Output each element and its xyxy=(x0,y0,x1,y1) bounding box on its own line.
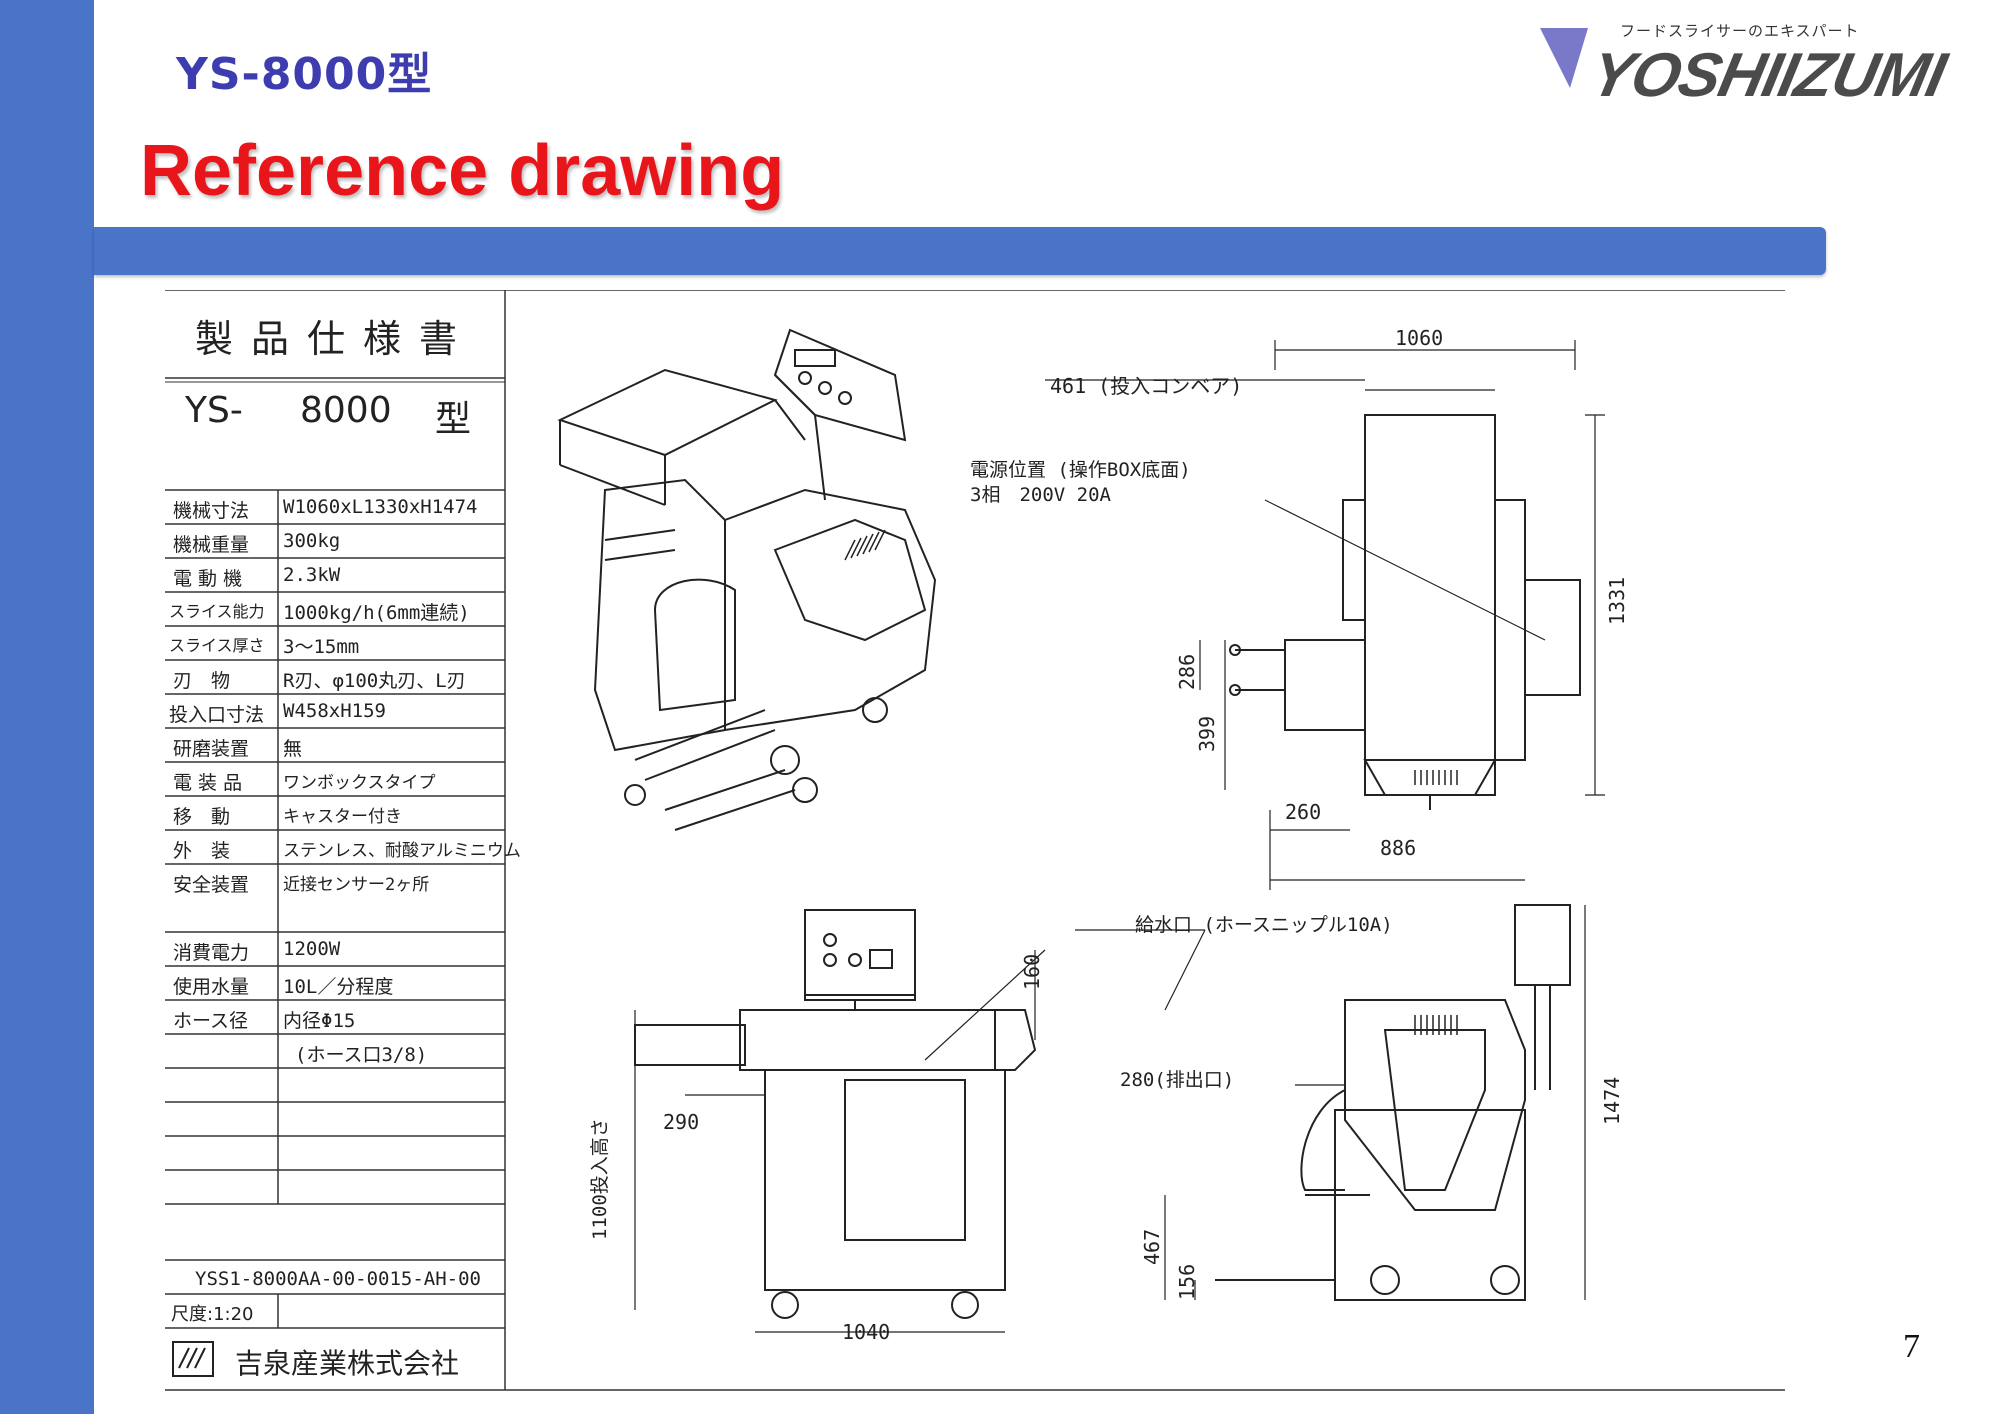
model-prefix: YS- xyxy=(185,390,243,431)
spec-value: 1200W xyxy=(283,938,341,960)
left-accent-bar xyxy=(0,0,94,1414)
spec-label: スライス能力 xyxy=(169,602,265,621)
spec-label: 外 装 xyxy=(173,840,231,862)
spec-label: スライス厚さ xyxy=(169,636,265,655)
sheet-linework xyxy=(165,290,1785,1391)
title-underline-band xyxy=(94,227,1826,275)
spec-value: (ホース口3/8) xyxy=(295,1044,428,1066)
dim-width-total: 1060 xyxy=(1395,326,1444,350)
spec-label: 投入口寸法 xyxy=(169,704,265,726)
logo-wordmark: YOSHIIZUMI xyxy=(1584,41,1952,110)
spec-label: 研磨装置 xyxy=(173,738,250,760)
page-number: 7 xyxy=(1903,1328,1920,1365)
dim-1040: 1040 xyxy=(842,1320,891,1344)
infeed-height-label: 1100投入高さ xyxy=(589,1118,611,1240)
spec-value: 2.3kW xyxy=(283,564,341,586)
company-mark-icon xyxy=(172,1341,214,1377)
side-view xyxy=(1075,904,1586,1301)
spec-sheet: 製品仕様書 YS- 8000 型 機械寸法 W1060xL1330xH1474 … xyxy=(165,290,1785,1400)
spec-value: 1000kg/h(6mm連続) xyxy=(283,602,470,624)
spec-value: W458xH159 xyxy=(283,700,386,722)
spec-value: 近接センサー2ヶ所 xyxy=(283,875,430,895)
front-view xyxy=(634,909,1046,1333)
spec-value: ステンレス、耐酸アルミニウム xyxy=(283,841,521,861)
discharge-label: 280(排出口) xyxy=(1120,1069,1235,1091)
spec-value: 10L／分程度 xyxy=(283,976,394,998)
spec-label: 使用水量 xyxy=(173,976,250,998)
top-view xyxy=(1045,340,1605,890)
spec-value: 内径Φ15 xyxy=(283,1010,356,1032)
water-inlet-label: 給水口 (ホースニップル10A) xyxy=(1135,914,1393,936)
page-title: Reference drawing xyxy=(140,131,785,211)
spec-label: 移 動 xyxy=(173,806,231,828)
spec-label: 消費電力 xyxy=(173,942,250,964)
dim-290: 290 xyxy=(663,1110,700,1134)
dim-length: 1331 xyxy=(1605,576,1629,625)
dim-467: 467 xyxy=(1140,1228,1164,1265)
company-name: 吉泉産業株式会社 xyxy=(235,1347,460,1380)
spec-value: キャスター付き xyxy=(283,807,402,827)
power-position-label: 電源位置 (操作BOX底面) xyxy=(970,459,1191,481)
spec-label: 電 装 品 xyxy=(173,772,243,794)
spec-value: W1060xL1330xH1474 xyxy=(283,496,478,518)
model-number: 8000 xyxy=(300,390,392,431)
dim-886: 886 xyxy=(1380,836,1417,860)
spec-label: 安全装置 xyxy=(173,874,250,896)
yoshiizumi-logo xyxy=(1540,28,1588,88)
power-spec-label: 3相 200V 20A xyxy=(970,484,1111,506)
spec-sheet-title: 製品仕様書 xyxy=(195,317,476,361)
scale: 尺度:1:20 xyxy=(171,1304,254,1325)
spec-label: 機械重量 xyxy=(173,534,250,556)
spec-value: ワンボックスタイプ xyxy=(283,773,436,793)
drawing-number: YSS1-8000AA-00-0015-AH-00 xyxy=(195,1268,481,1290)
isometric-view xyxy=(557,328,937,831)
spec-value: 3～15mm xyxy=(283,636,360,658)
spec-label: 電 動 機 xyxy=(173,568,243,590)
dim-286: 286 xyxy=(1175,653,1199,690)
conveyor-label: 461 (投入コンベア) xyxy=(1050,374,1243,398)
dim-156: 156 xyxy=(1175,1263,1199,1300)
spec-value: 無 xyxy=(283,738,303,760)
dim-160: 160 xyxy=(1020,953,1044,990)
spec-label: 刃 物 xyxy=(173,670,231,692)
model-suffix: 型 xyxy=(435,399,472,440)
spec-value: 300kg xyxy=(283,530,341,552)
dim-399: 399 xyxy=(1195,715,1219,752)
logo-tagline: フードスライサーのエキスパート xyxy=(1620,22,1860,40)
dim-260: 260 xyxy=(1285,800,1322,824)
model-heading: YS-8000型 xyxy=(176,49,433,100)
spec-label: 機械寸法 xyxy=(173,500,250,522)
spec-value: R刃、φ100丸刃、L刃 xyxy=(283,670,466,692)
dim-height: 1474 xyxy=(1600,1076,1624,1125)
spec-label: ホース径 xyxy=(173,1010,249,1032)
